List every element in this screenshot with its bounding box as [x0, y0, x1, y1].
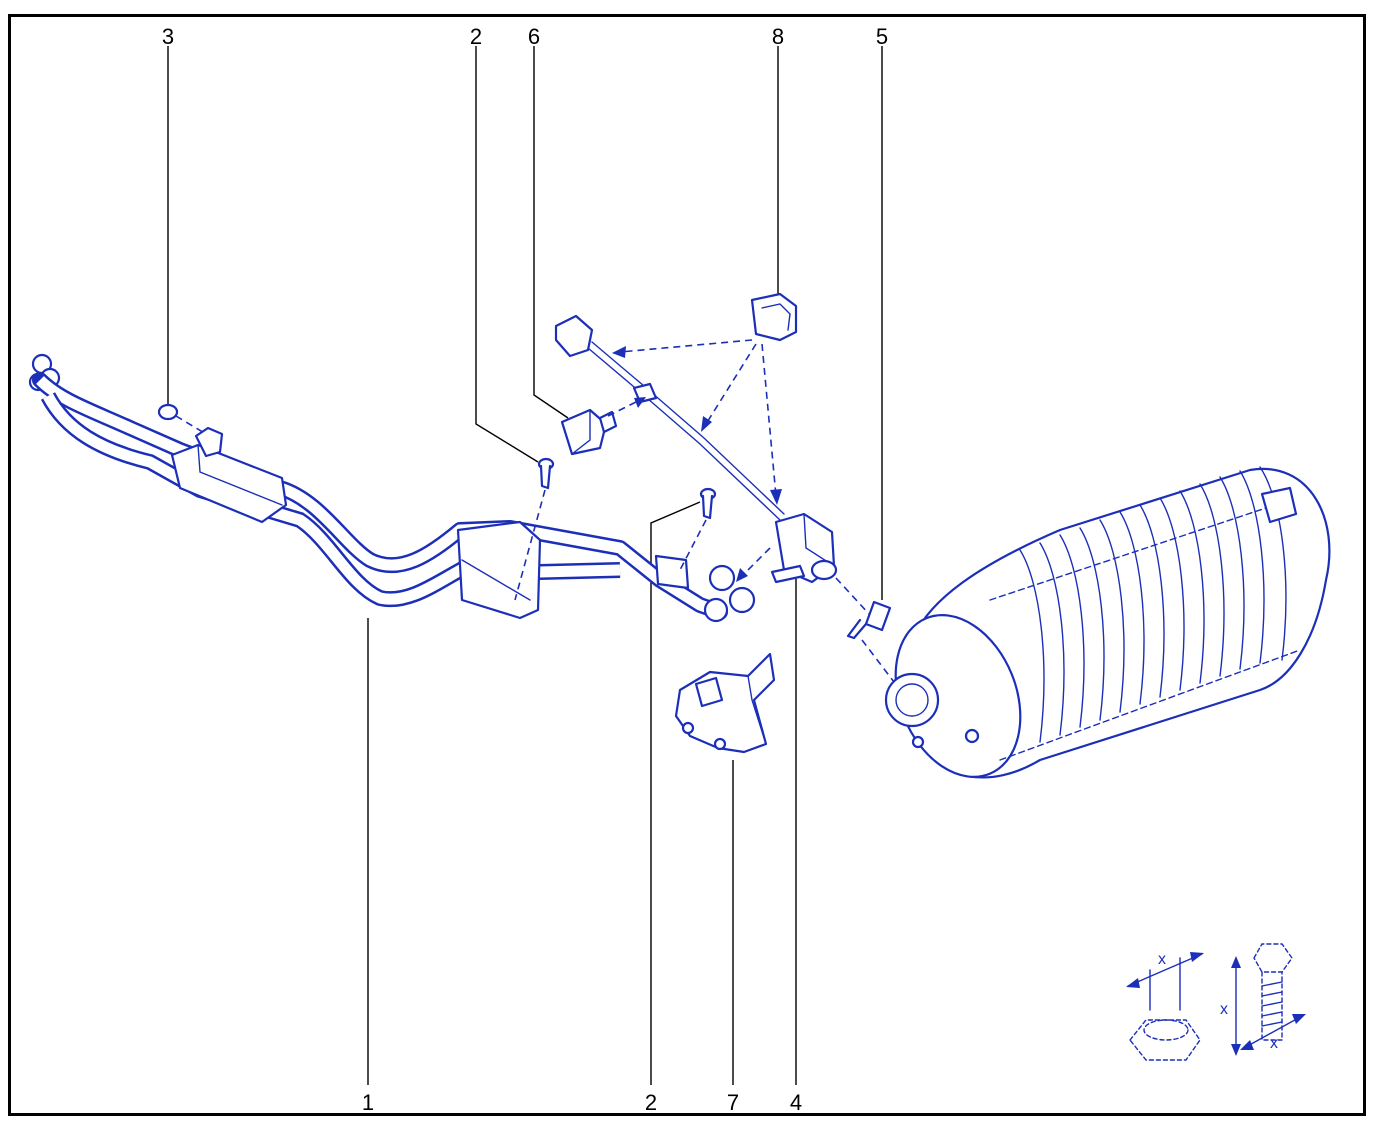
bolt-height-label: x: [1220, 1001, 1228, 1018]
callout-6: 6: [528, 24, 540, 49]
bolt-width-label: x: [1270, 1035, 1278, 1052]
callout-7: 7: [727, 1090, 739, 1115]
nut-dimension-label: x: [1158, 951, 1166, 968]
clip-part-8: [750, 292, 798, 342]
bracket-part-7: [674, 652, 776, 754]
callout-1: 1: [362, 1090, 374, 1115]
torque-reference-symbols: x x x: [1126, 943, 1306, 1061]
bolt-part-2-top: [514, 457, 555, 601]
cooling-fins: [1019, 466, 1287, 743]
nut-part-3: [157, 403, 207, 435]
leader-2-top: [475, 46, 539, 463]
callout-4: 4: [790, 1090, 802, 1115]
bolt-dimension-symbol: x x: [1220, 943, 1306, 1056]
callout-5: 5: [876, 24, 888, 49]
wiring-harness: [554, 314, 785, 521]
callout-2-top: 2: [470, 24, 482, 49]
leader-2-bottom: [650, 501, 701, 1085]
callout-2-bottom: 2: [645, 1090, 657, 1115]
cylindrical-unit: [884, 466, 1331, 779]
bolt-part-2-bottom: [679, 487, 717, 571]
callout-3: 3: [162, 24, 174, 49]
callout-numbers: 3 2 6 8 5 1 2 7 4: [162, 24, 888, 1115]
stud-part-5: [846, 600, 895, 683]
coolant-hose-assembly: [28, 353, 756, 623]
sensor-part-6: [560, 408, 618, 456]
leader-lines: [167, 46, 883, 1085]
callout-8: 8: [772, 24, 784, 49]
leader-6: [533, 46, 569, 419]
valve-body-part-4: [770, 512, 871, 616]
assembly-arrows: [607, 339, 782, 582]
nut-dimension-symbol: x: [1126, 951, 1204, 1061]
